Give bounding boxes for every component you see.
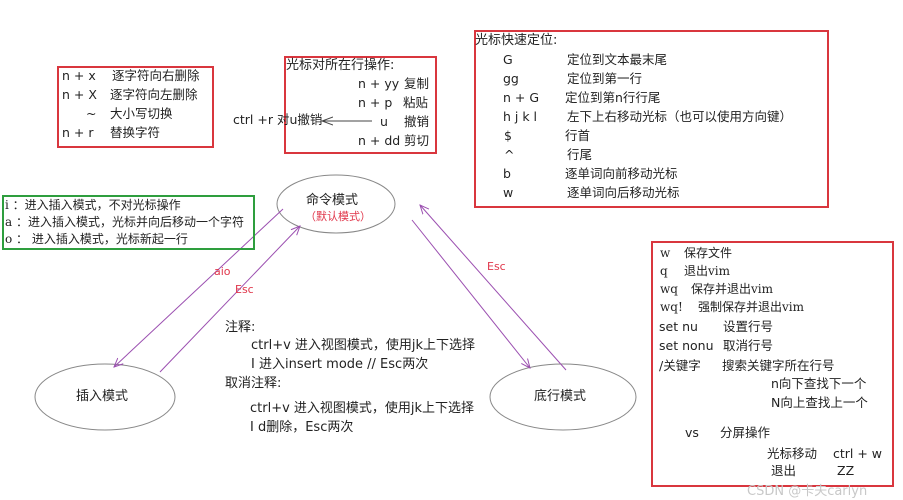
cursor-desc: 定位到第一行 [567,71,643,86]
edit-key: n + X [62,87,97,102]
line-op-desc: 剪切 [404,133,430,148]
esc-label-bottom: Esc [487,260,506,273]
aio-label: aio [214,265,231,278]
command-mode-ellipse [276,174,396,234]
cursor-desc: 行首 [565,128,591,143]
cursor-key: ^ [504,147,515,162]
cursor-desc: 逐单词向后移动光标 [567,185,680,200]
move-key: ctrl + w [833,446,883,461]
bottom-line-commands-box [651,241,894,487]
comment-line: I 进入insert mode // Esc两次 [251,357,429,372]
cursor-desc: 定位到第n行行尾 [565,90,661,105]
insert-cmd: o ： 进入插入模式，光标新起一行 [5,232,188,246]
line-op-desc: 粘贴 [403,95,429,110]
edit-commands-box [57,66,214,148]
cursor-key: w [503,185,514,200]
arrow-bottom-to-command [420,205,567,371]
comment-line: ctrl+v 进入视图模式，使用jk上下选择 [251,338,476,353]
bl-desc: 搜索关键字所在行号 [722,358,835,373]
arrow-insert-to-command [159,226,300,373]
cursor-nav-box [474,30,829,208]
insert-mode-ellipse [34,363,176,431]
line-op-desc: 复制 [404,76,430,91]
cursor-desc: 行尾 [567,147,593,162]
command-mode-sublabel: （默认模式） [305,210,371,223]
bl-desc: 取消行号 [723,338,774,353]
bl-desc: 保存并退出vim [691,282,773,296]
comment-line: ctrl+v 进入视图模式，使用jk上下选择 [250,401,475,416]
cursor-desc: 左下上右移动光标（也可以使用方向键） [567,109,793,124]
undo-note: ctrl +r 对u撤销 [233,112,323,127]
line-op-key: u [380,114,388,129]
line-op-key: n + p [358,95,393,110]
move-label: 光标移动 [767,446,818,461]
search-next: n向下查找下一个 [771,376,867,391]
edit-desc: 逐字符向左删除 [110,87,198,102]
edit-key: n + r [62,125,94,140]
cursor-key: gg [503,71,519,86]
insert-commands-box [2,195,255,250]
bl-key: w [660,246,671,260]
comment-line: I d删除，Esc两次 [250,420,354,435]
vs-desc: 分屏操作 [720,425,771,440]
edit-desc: 替换字符 [110,125,161,140]
command-mode-label: 命令模式 [306,193,359,208]
line-op-key: n + yy [358,76,400,91]
bl-key: wq! [660,300,683,314]
quit-key: ZZ [837,463,855,478]
cursor-key: h j k l [503,109,538,124]
line-op-desc: 撤销 [404,114,430,129]
esc-label-insert: Esc [235,283,254,296]
bottom-mode-label: 底行模式 [534,389,587,404]
bl-key: wq [660,282,678,296]
bottom-mode-ellipse [489,363,637,431]
bl-key: set nonu [659,338,714,353]
bl-key: /关键字 [659,358,701,373]
cursor-title: 光标快速定位: [475,33,558,48]
watermark: CSDN @卡夫carlyn [747,484,868,499]
line-ops-box [284,56,437,154]
bl-desc: 强制保存并退出vim [698,300,804,314]
line-ops-title: 光标对所在行操作: [286,58,395,73]
comment-line: 注释: [225,320,256,335]
bl-desc: 设置行号 [723,319,774,334]
cursor-key: G [503,52,513,67]
cursor-key: b [503,166,511,181]
insert-cmd: a ：进入插入模式，光标并向后移动一个字符 [5,215,244,229]
quit-label: 退出 [771,463,797,478]
cursor-key: n + G [503,90,540,105]
arrow-command-to-bottom [411,219,530,368]
cursor-desc: 定位到文本最末尾 [567,52,668,67]
edit-desc: 逐字符向右删除 [112,68,200,83]
line-op-key: n + dd [358,133,401,148]
bl-desc: 退出vim [684,264,730,278]
edit-key: n + x [62,68,96,83]
cursor-key: $ [504,128,512,143]
insert-cmd: i ：进入插入模式，不对光标操作 [5,198,181,212]
vs-key: vs [685,425,699,440]
edit-key: ~ [86,106,97,121]
insert-mode-label: 插入模式 [76,389,129,404]
edit-desc: 大小写切换 [110,106,173,121]
bl-key: set nu [659,319,698,334]
comment-line: 取消注释: [225,376,282,391]
bl-key: q [660,264,668,278]
cursor-desc: 逐单词向前移动光标 [565,166,678,181]
search-prev: N向上查找上一个 [771,395,868,410]
bl-desc: 保存文件 [684,246,733,260]
